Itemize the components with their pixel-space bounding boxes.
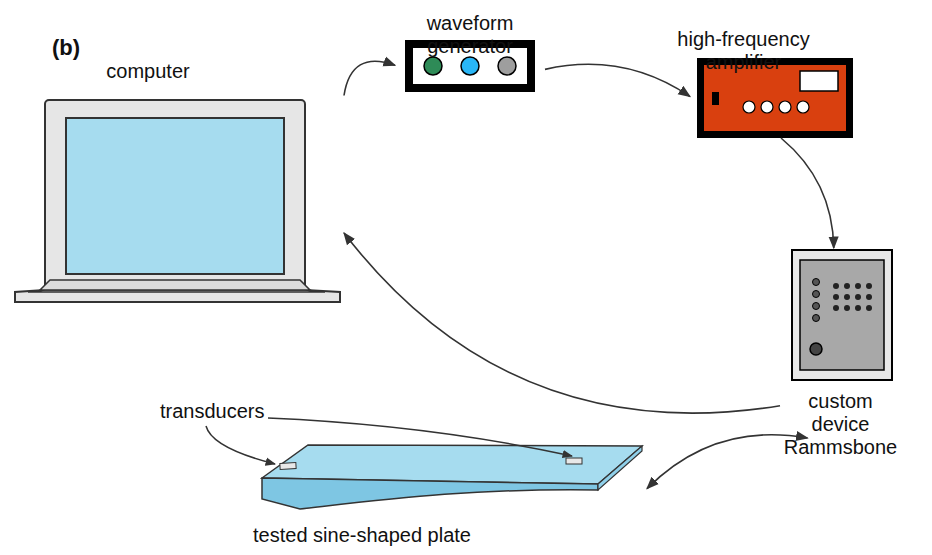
node-label: waveform generator: [394, 12, 546, 58]
amplifier-node: high-frequency amplifier: [690, 26, 865, 138]
rammsbone-illustration: [792, 250, 892, 380]
plate-node: tested sine-shaped plate: [255, 440, 647, 548]
node-label: computer: [105, 60, 191, 83]
device-node: custom device Rammsbone: [780, 248, 905, 438]
flow-arrow: [545, 64, 690, 96]
panel-dot: [855, 283, 861, 289]
panel-dot: [866, 283, 872, 289]
panel-dot: [833, 283, 839, 289]
node-label: high-frequency amplifier: [655, 28, 832, 74]
panel-dot: [855, 294, 861, 300]
panel-dot: [866, 294, 872, 300]
panel-dot: [844, 294, 850, 300]
node-label: custom device Rammsbone: [777, 390, 904, 459]
panel-dot: [855, 305, 861, 311]
panel-dot: [866, 305, 872, 311]
panel-letter: (b): [52, 36, 80, 59]
flow-arrow: [344, 61, 395, 95]
panel-dot: [844, 305, 850, 311]
plate-illustration: [262, 445, 642, 509]
flow-arrow: [344, 233, 780, 413]
leader-line: [206, 418, 572, 464]
node-label: tested sine-shaped plate: [252, 524, 472, 547]
generator-node: waveform generator: [395, 12, 545, 94]
laptop-node: computer: [12, 58, 344, 308]
part-name: transducers: [160, 400, 265, 423]
panel-dot: [833, 305, 839, 311]
flow-arrow: [647, 435, 808, 489]
panel-dot: [844, 283, 850, 289]
flow-arrow: [781, 138, 834, 248]
laptop-illustration: [15, 100, 340, 302]
panel-dot: [833, 294, 839, 300]
